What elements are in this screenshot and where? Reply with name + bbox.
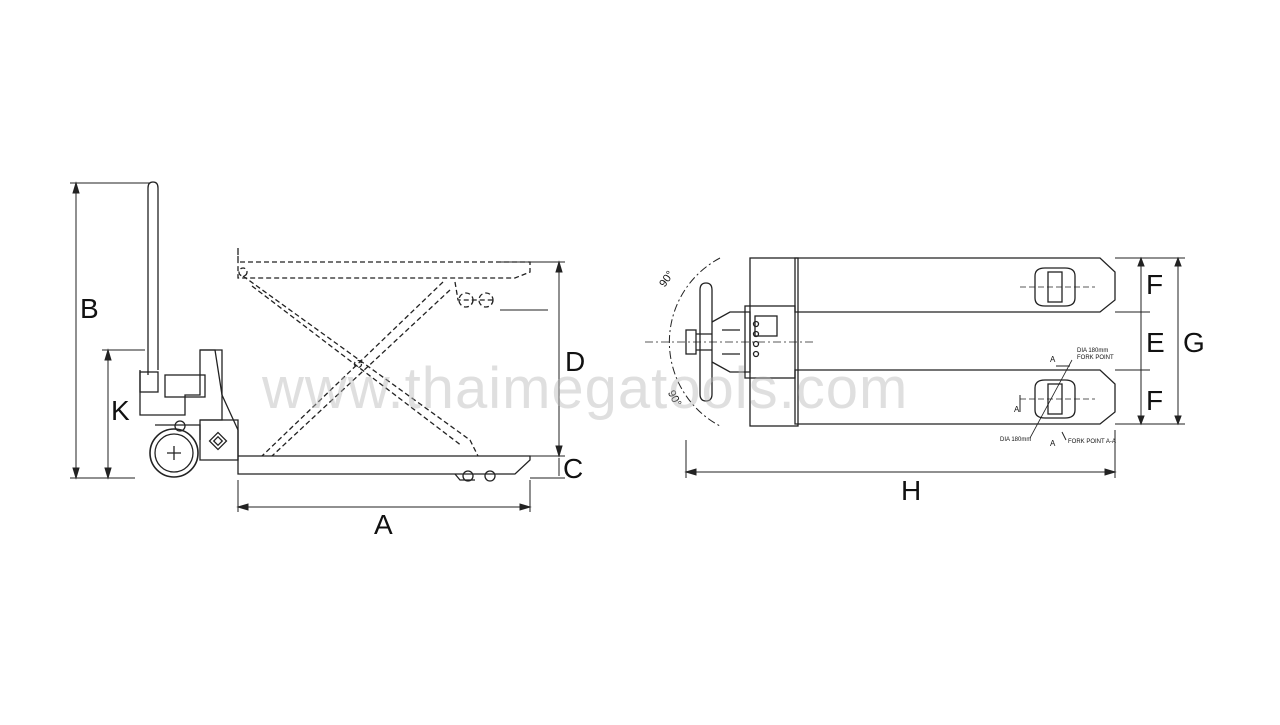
fork-lower <box>794 369 1116 425</box>
label-a: A <box>374 509 393 540</box>
top-dimensions <box>684 256 1185 478</box>
handle-top <box>699 282 713 402</box>
handle-swing-arc <box>668 257 721 427</box>
top-view <box>645 257 1116 439</box>
label-e: E <box>1146 327 1165 358</box>
section-a-bottom: A <box>1050 439 1056 448</box>
label-c: C <box>563 453 583 484</box>
section-a-side: A <box>1014 405 1020 414</box>
fork-point-upper: FORK POINT <box>1077 355 1114 361</box>
fork-upper <box>794 257 1116 313</box>
label-h: H <box>901 475 921 506</box>
pump-body <box>139 349 223 421</box>
pump-block <box>164 374 206 398</box>
label-f-bottom: F <box>1146 385 1163 416</box>
pump-body-top <box>744 305 796 379</box>
watermark-text: www.thaimegatools.com <box>261 356 908 421</box>
raised-platform <box>237 248 531 457</box>
label-k: K <box>111 395 130 426</box>
roller-upper <box>1020 267 1095 307</box>
steering-wheel-tire <box>149 428 199 478</box>
section-a-top: A <box>1050 355 1056 364</box>
handle-bar <box>147 181 159 375</box>
side-dimensions <box>70 181 565 512</box>
angle-top-label: 90° <box>657 269 676 290</box>
dia-note-lower: DIA 180mm <box>1000 437 1031 443</box>
chassis-top <box>749 257 799 427</box>
label-d: D <box>565 346 585 377</box>
dia-note-upper: DIA 180mm <box>1077 348 1108 354</box>
roller-lower <box>1020 359 1095 439</box>
lower-fork <box>237 455 531 475</box>
brand-logo-icon <box>208 431 228 451</box>
label-f-top: F <box>1146 269 1163 300</box>
side-view <box>139 181 531 482</box>
label-b: B <box>80 293 99 324</box>
fork-chassis <box>199 419 239 461</box>
label-g: G <box>1183 327 1205 358</box>
fork-point-lower: FORK POINT A-A <box>1068 439 1116 445</box>
